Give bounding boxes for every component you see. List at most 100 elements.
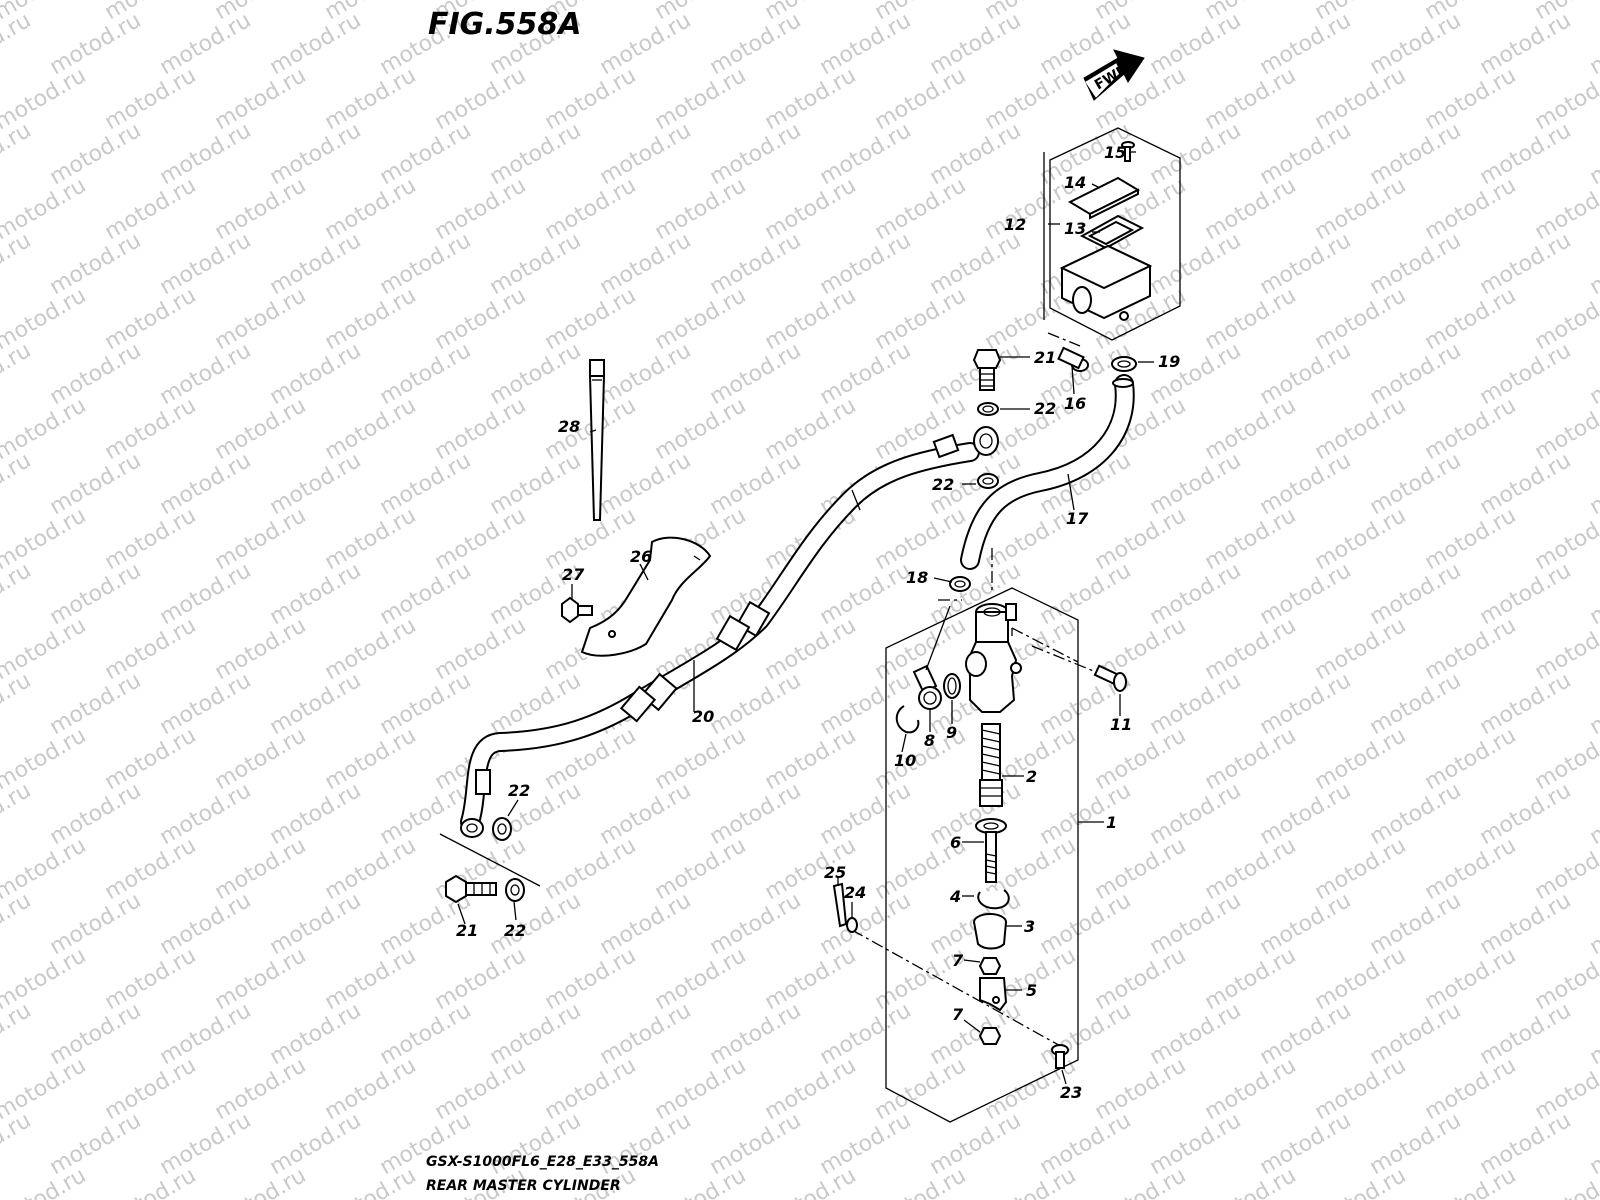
watermark-text: motod.ru xyxy=(651,1053,751,1125)
watermark-text: motod.ru xyxy=(761,943,861,1015)
watermark-text: motod.ru xyxy=(816,1108,916,1180)
watermark-text: motod.ru xyxy=(431,63,531,135)
watermark-text: motod.ru xyxy=(1531,1163,1600,1200)
circlip-10 xyxy=(895,705,920,734)
watermark-text: motod.ru xyxy=(46,1108,146,1180)
watermark-text: motod.ru xyxy=(266,558,366,630)
watermark-text: motod.ru xyxy=(1036,998,1136,1070)
watermark-text: motod.ru xyxy=(431,503,531,575)
watermark-text: motod.ru xyxy=(1421,63,1521,135)
watermark-text: motod.ru xyxy=(816,558,916,630)
watermark-text: motod.ru xyxy=(926,1108,1026,1180)
watermark-text: motod.ru xyxy=(1421,723,1521,795)
watermark-text: motod.ru xyxy=(486,888,586,960)
callout-6: 6 xyxy=(950,833,961,852)
watermark-text: motod.ru xyxy=(101,613,201,685)
watermark-text: motod.ru xyxy=(1036,1108,1136,1180)
watermark-text: motod.ru xyxy=(706,778,806,850)
watermark-text: motod.ru xyxy=(1146,778,1246,850)
cable-tie xyxy=(588,359,606,521)
watermark-text: motod.ru xyxy=(871,503,971,575)
watermark-text: motod.ru xyxy=(156,668,256,740)
watermark-text: motod.ru xyxy=(46,558,146,630)
watermark-text: motod.ru xyxy=(541,283,641,355)
watermark-text: motod.ru xyxy=(321,723,421,795)
watermark-text: motod.ru xyxy=(1476,8,1576,80)
watermark-text: motod.ru xyxy=(541,173,641,245)
watermark-text: motod.ru xyxy=(926,778,1026,850)
callout-22-lower-2: 22 xyxy=(504,921,526,940)
watermark-text: motod.ru xyxy=(596,228,696,300)
watermark-text: motod.ru xyxy=(211,723,311,795)
callout-15: 15 xyxy=(1104,143,1126,162)
callout-9: 9 xyxy=(946,723,957,742)
watermark-text: motod.ru xyxy=(706,8,806,80)
washer-upper-1 xyxy=(977,402,999,416)
watermark-text: motod.ru xyxy=(376,558,476,630)
watermark-text: motod.ru xyxy=(486,228,586,300)
watermark-text: motod.ru xyxy=(376,228,476,300)
watermark-text: motod.ru xyxy=(1311,393,1411,465)
watermark-text: motod.ru xyxy=(321,833,421,905)
watermark-text: motod.ru xyxy=(816,118,916,190)
watermark-text: motod.ru xyxy=(156,448,256,520)
watermark-text: motod.ru xyxy=(1421,1053,1521,1125)
watermark-text: motod.ru xyxy=(1036,888,1136,960)
watermark-text: motod.ru xyxy=(1586,228,1600,300)
callout-12: 12 xyxy=(1004,215,1026,234)
watermark-text: motod.ru xyxy=(1201,833,1301,905)
watermark-text: motod.ru xyxy=(266,118,366,190)
callout-16: 16 xyxy=(1064,394,1086,413)
watermark-text: motod.ru xyxy=(706,888,806,960)
watermark-text: motod.ru xyxy=(871,173,971,245)
watermark-text: motod.ru xyxy=(0,8,35,80)
mounting-bolt-11 xyxy=(1093,664,1127,692)
watermark-text: motod.ru xyxy=(651,283,751,355)
leader-line xyxy=(1047,332,1081,347)
watermark-text: motod.ru xyxy=(706,338,806,410)
watermark-text: motod.ru xyxy=(1311,283,1411,355)
rear-brake-hose xyxy=(460,426,999,838)
watermark-text: motod.ru xyxy=(1476,1108,1576,1180)
watermark-text: motod.ru xyxy=(1366,668,1466,740)
union-bolt-upper xyxy=(972,349,1002,391)
watermark-text: motod.ru xyxy=(1201,393,1301,465)
watermark-text: motod.ru xyxy=(1256,668,1356,740)
watermark-text: motod.ru xyxy=(1586,888,1600,960)
callout-1: 1 xyxy=(1106,813,1117,832)
watermark-text: motod.ru xyxy=(1201,503,1301,575)
callout-23: 23 xyxy=(1060,1083,1082,1102)
watermark-text: motod.ru xyxy=(596,448,696,520)
watermark-text: motod.ru xyxy=(321,63,421,135)
watermark-text: motod.ru xyxy=(761,63,861,135)
watermark-text: motod.ru xyxy=(1586,1108,1600,1180)
watermark-text: motod.ru xyxy=(1201,283,1301,355)
watermark-text: motod.ru xyxy=(266,8,366,80)
watermark-text: motod.ru xyxy=(1476,558,1576,630)
watermark-text: motod.ru xyxy=(1146,668,1246,740)
watermark-text: motod.ru xyxy=(1201,723,1301,795)
callout-7-lower: 7 xyxy=(952,1005,964,1024)
washer-lower-1 xyxy=(492,817,512,841)
watermark-text: motod.ru xyxy=(1146,338,1246,410)
dust-boot xyxy=(973,913,1007,950)
watermark-text: motod.ru xyxy=(981,1163,1081,1200)
watermark-text: motod.ru xyxy=(321,283,421,355)
watermark-text: motod.ru xyxy=(211,393,311,465)
watermark-text: motod.ru xyxy=(926,118,1026,190)
watermark-text: motod.ru xyxy=(1146,998,1246,1070)
callout-18: 18 xyxy=(906,568,928,587)
watermark-text: motod.ru xyxy=(651,173,751,245)
cotter-pin xyxy=(832,882,848,928)
watermark-text: motod.ru xyxy=(266,1108,366,1180)
watermark-text: motod.ru xyxy=(266,338,366,410)
watermark-text: motod.ru xyxy=(376,778,476,850)
watermark-text: motod.ru xyxy=(211,943,311,1015)
watermark-text: motod.ru xyxy=(1421,943,1521,1015)
callout-13: 13 xyxy=(1064,219,1086,238)
watermark-text: motod.ru xyxy=(761,173,861,245)
watermark-text: motod.ru xyxy=(1091,833,1191,905)
watermark-text: motod.ru xyxy=(1256,338,1356,410)
